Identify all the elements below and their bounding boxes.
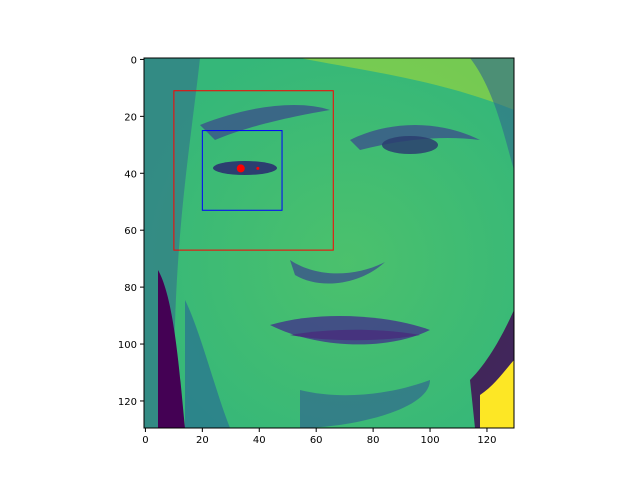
eye-point	[236, 164, 245, 173]
y-tick-label: 0	[131, 55, 137, 66]
plot-frame	[143, 57, 515, 429]
overlay-rectangles	[173, 90, 334, 251]
eye-point-small	[256, 166, 260, 170]
y-tick-label: 60	[124, 226, 137, 237]
x-tick-label: 60	[310, 435, 323, 446]
x-tick-label: 120	[477, 435, 496, 446]
y-tick-label: 80	[124, 283, 137, 294]
y-tick-label: 120	[118, 397, 137, 408]
x-tick-label: 0	[142, 435, 148, 446]
inner-box	[201, 130, 283, 211]
x-tick-label: 80	[367, 435, 380, 446]
overlay-points	[236, 164, 260, 173]
y-axis: 0 20 40 60 80 100 120	[118, 55, 144, 408]
y-tick-label: 40	[124, 169, 137, 180]
heatmap-image	[144, 58, 514, 428]
x-tick-label: 40	[253, 435, 266, 446]
y-tick-label: 20	[124, 112, 137, 123]
x-tick-label: 20	[196, 435, 209, 446]
x-axis: 0 20 40 60 80 100 120	[142, 428, 497, 446]
y-tick-label: 100	[118, 340, 137, 351]
x-tick-label: 100	[420, 435, 439, 446]
outer-box	[173, 90, 334, 251]
